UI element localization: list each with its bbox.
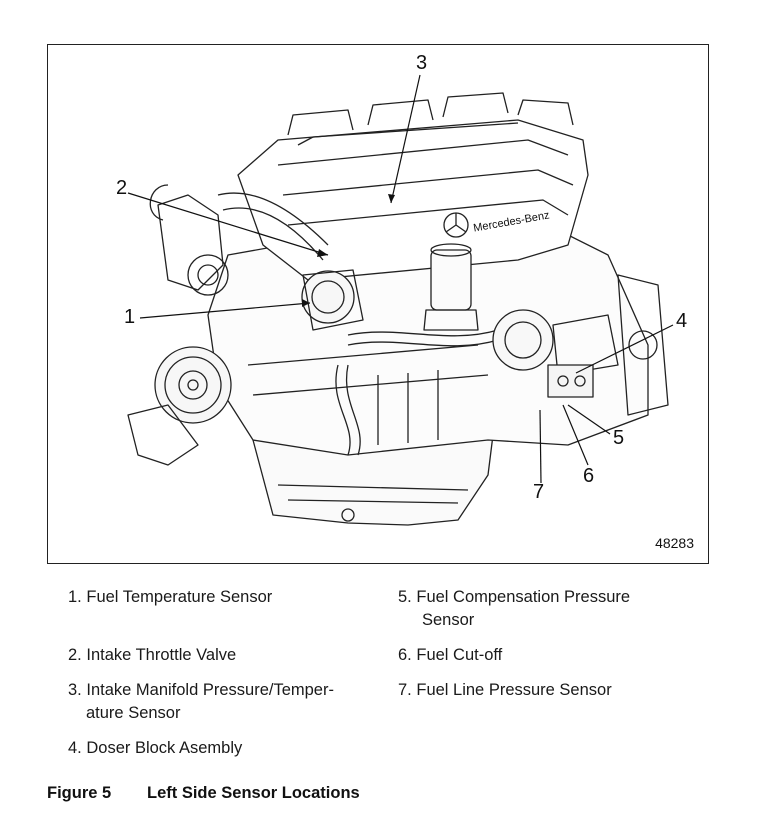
intake-pipe: [217, 192, 329, 246]
figure-caption: Figure 5 Left Side Sensor Locations: [47, 784, 360, 803]
compressor: [492, 309, 554, 371]
figure-title: Left Side Sensor Locations: [147, 784, 360, 802]
legend-item-5: 5. Fuel Compensation Pressure: [398, 588, 631, 606]
diagram-frame: 3 2 1 4 5 6 7 Mercedes-Benz 48283: [47, 44, 709, 564]
leader-line-3: [390, 74, 421, 204]
legend-item-2: 2. Intake Throttle Valve: [68, 646, 237, 664]
crank-pulley: [154, 346, 232, 424]
callout-6: 6: [583, 465, 595, 487]
leader-line-6: [562, 404, 589, 466]
leader-line-7: [539, 409, 542, 484]
callout-7: 7: [533, 481, 545, 503]
doser-block: [547, 364, 594, 398]
legend-item-7: 7. Fuel Line Pressure Sensor: [398, 681, 612, 699]
leader-line-4: [575, 324, 674, 374]
legend-item-5-cont: Sensor: [422, 611, 475, 629]
callout-1: 1: [124, 306, 136, 328]
callout-3: 3: [416, 52, 428, 74]
legend-item-4: 4. Doser Block Asembly: [68, 739, 243, 757]
legend-item-1: 1. Fuel Temperature Sensor: [68, 588, 273, 606]
callout-5: 5: [613, 427, 625, 449]
legend-item-6: 6. Fuel Cut-off: [398, 646, 503, 664]
leader-line-1: [139, 302, 311, 319]
figure-label: Figure 5: [47, 784, 112, 802]
leader-line-2: [127, 192, 329, 256]
engine-illustration: [127, 74, 674, 526]
callout-4: 4: [676, 310, 688, 332]
legend-item-3: 3. Intake Manifold Pressure/Temper-: [68, 681, 334, 699]
callout-2: 2: [116, 177, 128, 199]
fuel-filter: [430, 249, 472, 311]
idler-pulley: [187, 254, 229, 296]
leader-line-5: [567, 404, 611, 435]
throttle-valve: [301, 270, 355, 324]
figure-id: 48283: [655, 535, 694, 551]
legend-item-3-cont: ature Sensor: [86, 704, 181, 722]
